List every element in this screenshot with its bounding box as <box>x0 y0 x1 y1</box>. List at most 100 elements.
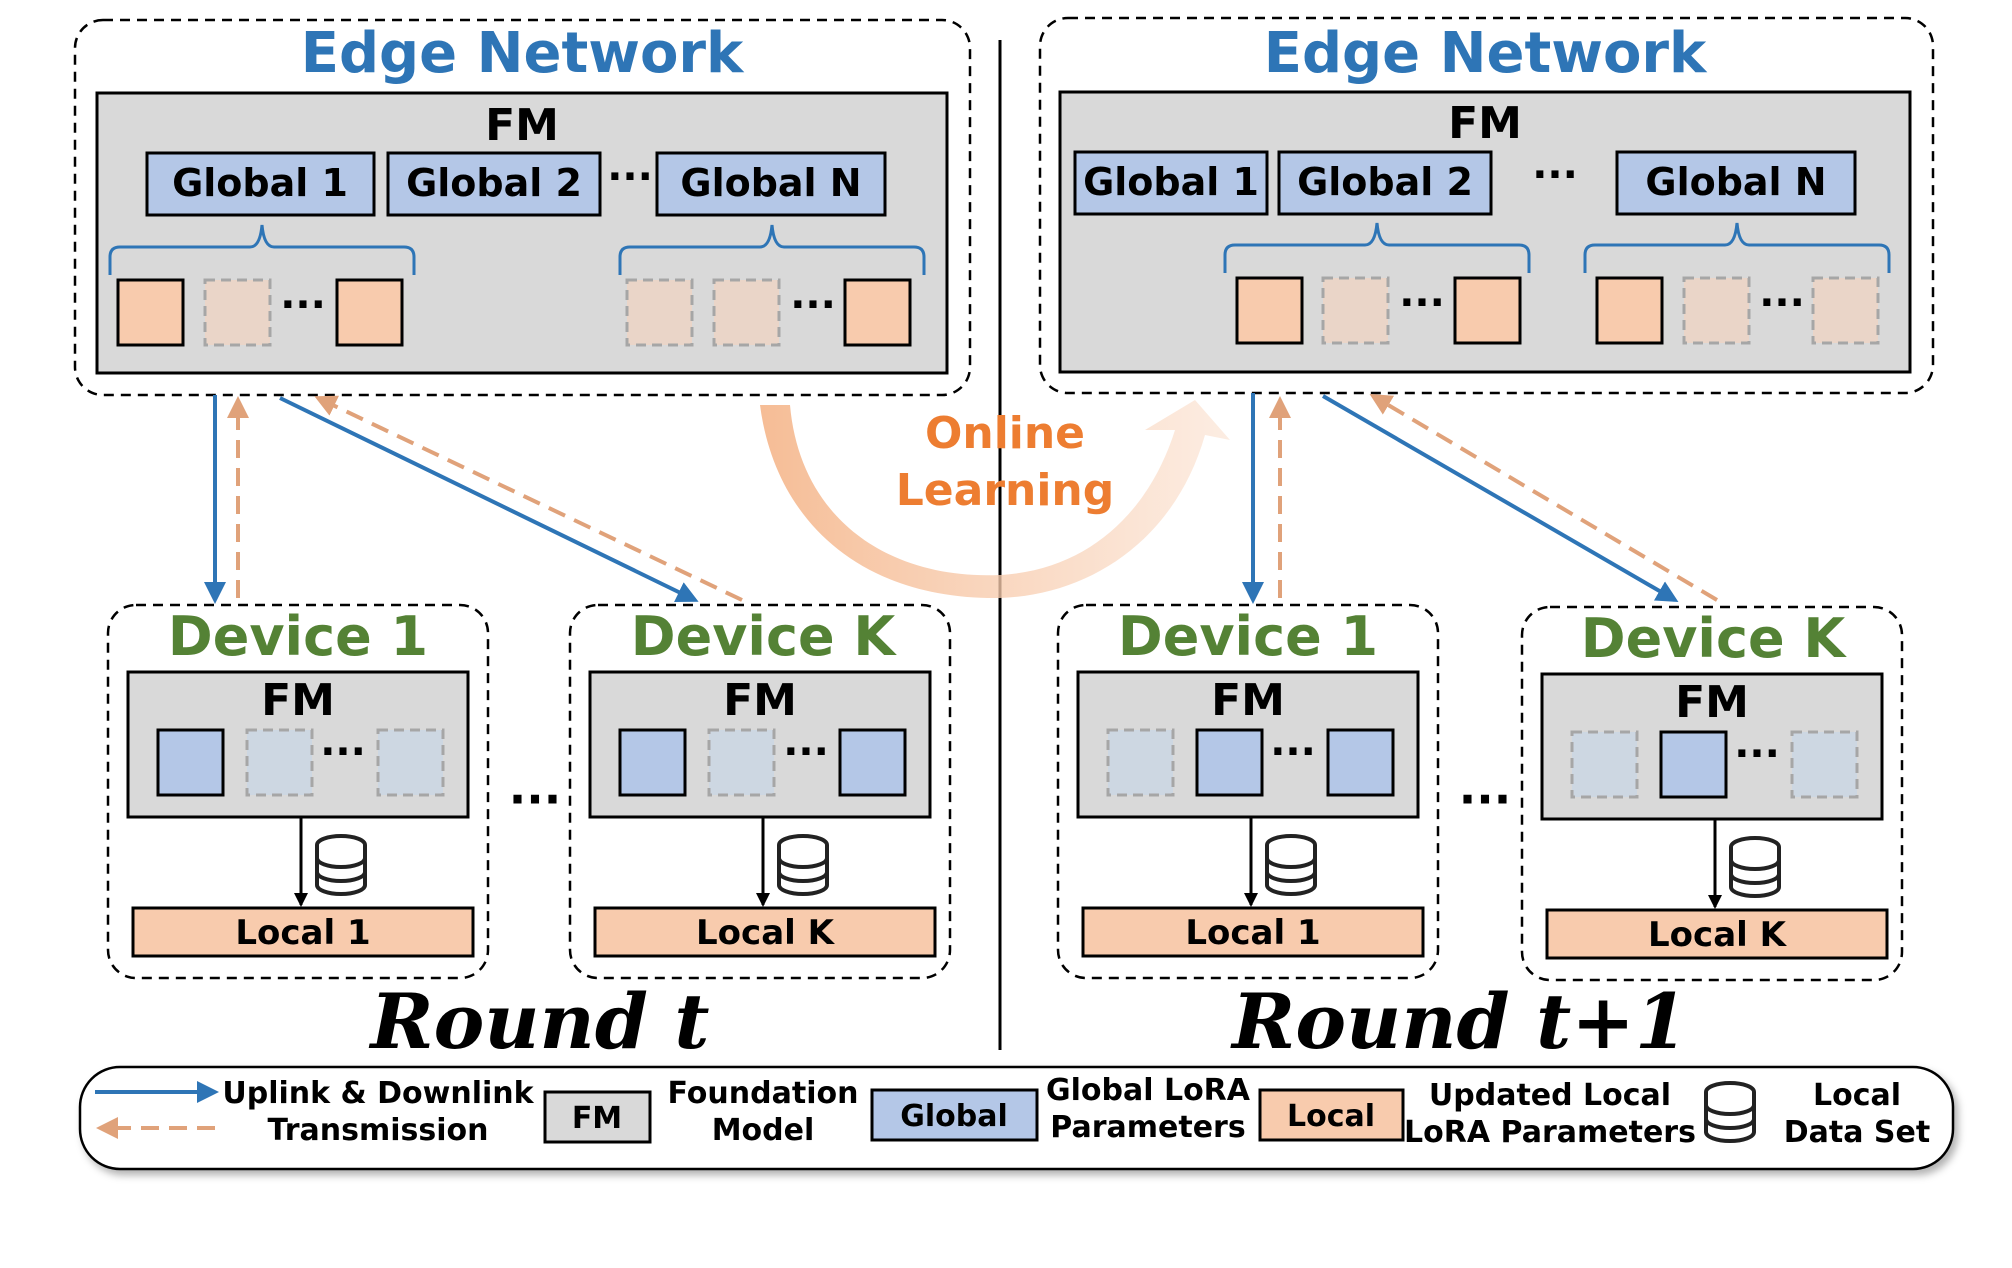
local-adapter-square <box>116 278 185 347</box>
global-2-box-right <box>1277 150 1493 216</box>
ellipsis: ··· <box>607 154 653 200</box>
database-icon <box>1265 834 1317 896</box>
local-adapter-square <box>843 278 912 347</box>
edge-title-left: Edge Network <box>301 21 745 86</box>
local-adapter-square-faded <box>625 278 694 347</box>
device-fm-label: FM <box>723 675 797 726</box>
local-adapter-square <box>1595 276 1664 345</box>
ellipsis: ··· <box>1734 731 1780 777</box>
legend-transmission-line1: Uplink & Downlink <box>222 1076 534 1111</box>
local-adapter-square-faded <box>203 278 272 347</box>
edge-fm-label-left: FM <box>485 100 559 151</box>
legend-global-desc-line1: Global LoRA <box>1046 1073 1251 1108</box>
legend-fm-desc-line2: Model <box>712 1113 815 1148</box>
legend-dataset-desc-line2: Data Set <box>1784 1115 1930 1150</box>
ellipsis: ··· <box>320 729 366 775</box>
round-t-label: Round t <box>368 977 709 1066</box>
local-1-label-left: Local 1 <box>235 913 370 953</box>
legend-global-swatch <box>870 1088 1039 1142</box>
device-1-title-right: Device 1 <box>1118 605 1378 668</box>
global-adapter-square <box>618 728 687 797</box>
device-1-left: Device 1 FM ··· Local 1 <box>106 603 490 980</box>
database-icon <box>1729 836 1781 898</box>
global-2-box-left <box>386 151 602 217</box>
brace-right-2 <box>1223 222 1531 273</box>
global-n-label-right: Global N <box>1645 160 1826 204</box>
local-adapter-square-faded <box>1811 276 1880 345</box>
local-adapter-square <box>1235 276 1304 345</box>
brace-right-n <box>1583 222 1891 273</box>
database-icon <box>315 834 367 896</box>
edge-fm-label-right: FM <box>1448 98 1522 149</box>
device-fm-label: FM <box>1675 677 1749 728</box>
device-k-title-right: Device K <box>1581 607 1848 670</box>
ellipsis: ··· <box>280 282 326 328</box>
global-adapter-square-faded <box>245 728 314 797</box>
global-adapter-square-faded <box>707 728 776 797</box>
ellipsis: ··· <box>1399 280 1445 326</box>
local-k-box-right <box>1545 908 1889 960</box>
global-adapter-square <box>1659 730 1728 799</box>
legend-fm-desc-line1: Foundation <box>668 1076 859 1111</box>
local-k-box-left <box>593 906 937 958</box>
device-fm-label: FM <box>261 675 335 726</box>
legend-local-desc-line1: Updated Local <box>1429 1078 1671 1113</box>
local-adapter-square <box>335 278 404 347</box>
device-fm-label: FM <box>1211 675 1285 726</box>
transmission-arrows-right <box>1242 393 1719 604</box>
legend-local-label: Local <box>1287 1099 1375 1134</box>
ellipsis: ··· <box>1532 152 1578 198</box>
device-k-right: Device K FM ··· Local K <box>1520 605 1904 982</box>
global-2-label-left: Global 2 <box>406 161 582 205</box>
local-k-label-right: Local K <box>1648 915 1788 955</box>
global-adapter-square-faded <box>1106 728 1175 797</box>
local-adapter-square-faded <box>1682 276 1751 345</box>
ellipsis: ··· <box>1459 772 1511 826</box>
global-1-box-right <box>1073 150 1269 216</box>
device-1-title-left: Device 1 <box>168 605 428 668</box>
round-t1-label: Round t+1 <box>1230 977 1688 1066</box>
global-adapter-square <box>838 728 907 797</box>
edge-network-left: Edge Network FM Global 1 Global 2 ··· Gl… <box>73 18 972 397</box>
ellipsis: ··· <box>790 282 836 328</box>
transmission-arrows-left <box>204 395 743 604</box>
legend-transmission-line2: Transmission <box>268 1113 489 1148</box>
global-adapter-square-faded <box>376 728 445 797</box>
legend-database-icon <box>1704 1081 1756 1143</box>
brace-left-n <box>618 224 926 275</box>
global-adapter-square-faded <box>1570 730 1639 799</box>
online-learning-arrow <box>760 400 1230 599</box>
legend-global-desc-line2: Parameters <box>1050 1110 1245 1145</box>
legend-dataset-desc-line1: Local <box>1813 1078 1901 1113</box>
local-adapter-square <box>1453 276 1522 345</box>
legend-fm-label: FM <box>572 1101 622 1136</box>
global-2-label-right: Global 2 <box>1297 160 1473 204</box>
global-adapter-square <box>1326 728 1395 797</box>
global-n-label-left: Global N <box>680 161 861 205</box>
global-n-box-left <box>655 151 887 217</box>
local-adapter-square-faded <box>712 278 781 347</box>
local-1-box-left <box>131 906 475 958</box>
global-n-box-right <box>1615 150 1857 216</box>
device-k-title-left: Device K <box>631 605 898 668</box>
ellipsis: ··· <box>783 729 829 775</box>
global-adapter-square <box>156 728 225 797</box>
global-1-label-right: Global 1 <box>1083 160 1259 204</box>
global-1-box-left <box>145 151 376 217</box>
online-label-line2: Learning <box>896 465 1115 516</box>
device-k-left: Device K FM ··· Local K <box>568 603 952 980</box>
local-k-label-left: Local K <box>696 913 836 953</box>
legend-fm-swatch <box>543 1090 652 1144</box>
legend-local-swatch <box>1258 1088 1405 1142</box>
database-icon <box>777 834 829 896</box>
device-1-right: Device 1 FM ··· Local 1 <box>1056 603 1440 980</box>
legend-global-label: Global <box>900 1099 1008 1134</box>
edge-network-right: Edge Network FM Global 1 Global 2 ··· Gl… <box>1038 16 1935 395</box>
local-adapter-square-faded <box>1321 276 1390 345</box>
ellipsis: ··· <box>509 772 561 826</box>
brace-left-1 <box>108 224 416 275</box>
online-label-line1: Online <box>925 408 1085 459</box>
legend: Uplink & Downlink Transmission FM Founda… <box>78 1065 1955 1171</box>
global-adapter-square <box>1195 728 1264 797</box>
